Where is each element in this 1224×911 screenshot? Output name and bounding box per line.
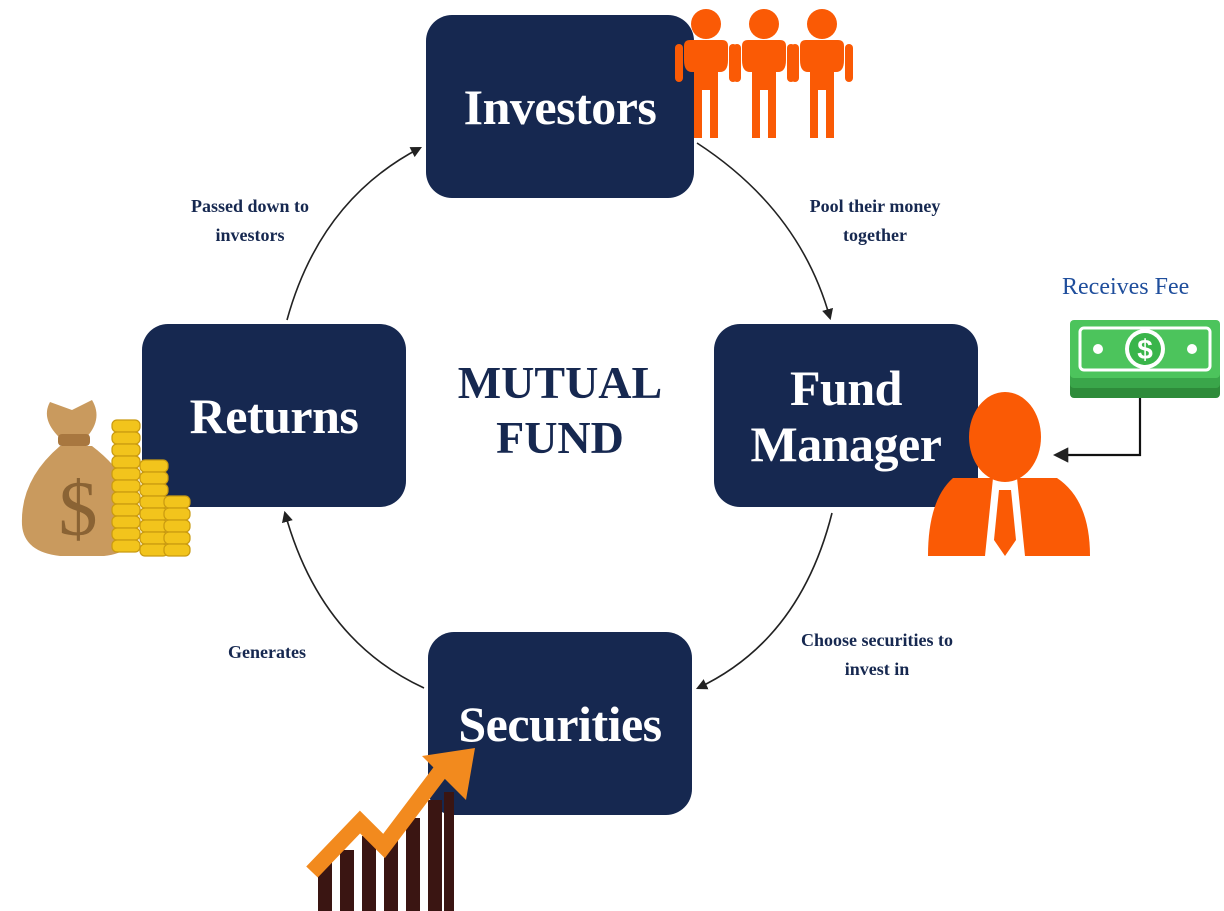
node-securities: Securities xyxy=(428,632,692,815)
arrow-securities-to-returns xyxy=(281,510,425,689)
edge-label-choose-securities: Choose securities to invest in xyxy=(772,626,982,684)
arrow-returns-to-investors xyxy=(286,146,422,321)
node-returns-label: Returns xyxy=(189,387,359,444)
node-securities-label: Securities xyxy=(458,695,662,752)
node-investors: Investors xyxy=(426,15,694,198)
edge-label-choose-line2: invest in xyxy=(844,658,910,679)
edge-label-passed-down: Passed down to investors xyxy=(150,192,350,250)
edge-label-pool-line2: together xyxy=(843,224,907,245)
edge-label-pool: Pool their money together xyxy=(775,192,975,250)
center-title: MUTUAL FUND xyxy=(410,355,710,465)
node-manager-label-line1: Fund xyxy=(790,359,902,416)
cash-dollar-sign: $ xyxy=(1137,334,1153,365)
arrow-investors-to-manager xyxy=(696,142,833,321)
node-manager-label-line2: Manager xyxy=(750,415,942,472)
edge-label-passed-line2: investors xyxy=(215,224,285,245)
center-title-line1: MUTUAL xyxy=(457,357,663,408)
arrow-manager-to-securities xyxy=(695,512,833,690)
edge-label-choose-line1: Choose securities to xyxy=(801,630,953,650)
node-investors-label: Investors xyxy=(463,78,657,135)
money-bag-dollar-sign: $ xyxy=(59,465,98,552)
node-returns: Returns xyxy=(142,324,406,507)
edge-label-passed-line1: Passed down to xyxy=(190,196,310,216)
edge-label-pool-line1: Pool their money xyxy=(809,196,941,216)
receives-fee-label: Receives Fee xyxy=(1062,274,1190,300)
node-fund-manager: Fund Manager xyxy=(714,324,978,507)
center-title-line2: FUND xyxy=(496,412,624,464)
arrow-fee-to-manager xyxy=(1052,397,1142,463)
edge-label-generates: Generates xyxy=(228,642,306,662)
